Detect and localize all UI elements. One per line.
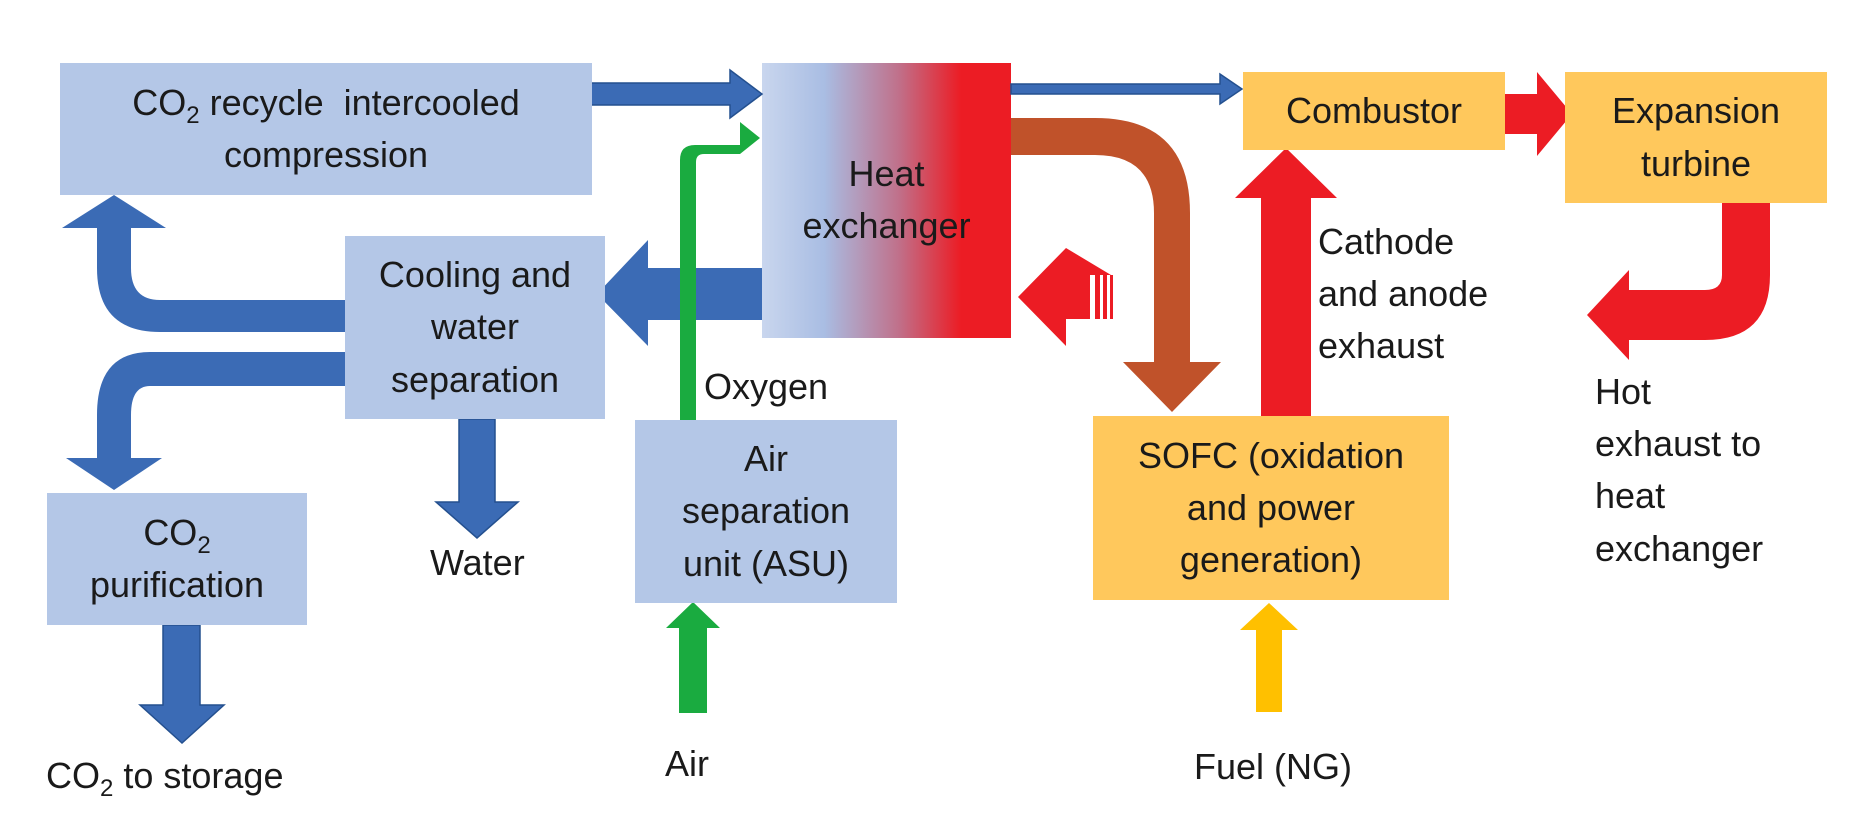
- combustor-box: Combustor: [1243, 72, 1505, 150]
- sofc-box: SOFC (oxidation and power generation): [1093, 416, 1449, 600]
- co2-compression-line2: compression: [223, 134, 429, 175]
- compression-to-hx-arrow: [589, 68, 764, 120]
- co2-compression-rest: recycle intercooled: [199, 81, 520, 123]
- air-separation-unit-box: Air separation unit (ASU): [635, 420, 897, 603]
- air-label: Air: [665, 743, 709, 784]
- co2-storage-co: CO: [46, 755, 100, 796]
- turbine-exhaust-arrow: [1587, 203, 1770, 360]
- return-arrow-tail-3: [1110, 275, 1113, 319]
- hx-to-sofc-arrow: [1011, 118, 1221, 412]
- hot-exhaust-label: Hot exhaust to heat exchanger: [1595, 371, 1764, 569]
- oxygen-label: Oxygen: [704, 366, 829, 407]
- co2-recycle-compression-box: CO2 recycle intercooled compression: [60, 63, 592, 195]
- co2-purification-subscript: 2: [197, 531, 211, 559]
- co2-purification-box: CO2 purification: [47, 493, 307, 625]
- return-arrow-tail-2: [1103, 275, 1107, 319]
- co2-compression-subscript: 2: [186, 101, 200, 129]
- oxygen-to-hx-arrow: [680, 122, 760, 420]
- cooling-water-separation-box: Cooling and water separation: [345, 236, 605, 419]
- combustor-to-turbine-arrow: [1505, 72, 1572, 156]
- co2-purification-co: CO: [143, 511, 198, 553]
- purification-to-storage-arrow: [138, 624, 226, 745]
- cooling-to-water-arrow: [434, 418, 520, 539]
- return-arrow-tail-1: [1095, 275, 1100, 319]
- co2-purification-line2: purification: [89, 564, 265, 605]
- fuel-label: Fuel (NG): [1194, 746, 1353, 787]
- cooling-to-purification-arrow: [66, 352, 345, 490]
- heat-exchanger-block: [762, 63, 1011, 338]
- co2-storage-rest: to storage: [113, 755, 284, 796]
- hx-to-cooling-arrow: [597, 240, 762, 346]
- fuel-to-sofc-arrow: [1240, 603, 1298, 712]
- co2-storage-label: CO2 to storage: [46, 750, 283, 802]
- heat-exchanger-label: Heat exchanger: [802, 152, 971, 246]
- cathode-anode-exhaust-label: Cathode and anode exhaust: [1318, 221, 1489, 367]
- co2-compression-co: CO: [132, 81, 187, 123]
- sofc-to-combustor-arrow: [1235, 148, 1337, 416]
- water-label: Water: [430, 542, 525, 583]
- air-to-asu-arrow: [666, 602, 720, 713]
- hx-to-combustor-arrow: [1010, 72, 1244, 106]
- expansion-turbine-box: Expansion turbine: [1565, 72, 1827, 203]
- hot-exhaust-return-arrow: [1018, 248, 1111, 346]
- co2-storage-subscript: 2: [100, 775, 114, 802]
- cooling-to-compression-arrow: [62, 195, 345, 332]
